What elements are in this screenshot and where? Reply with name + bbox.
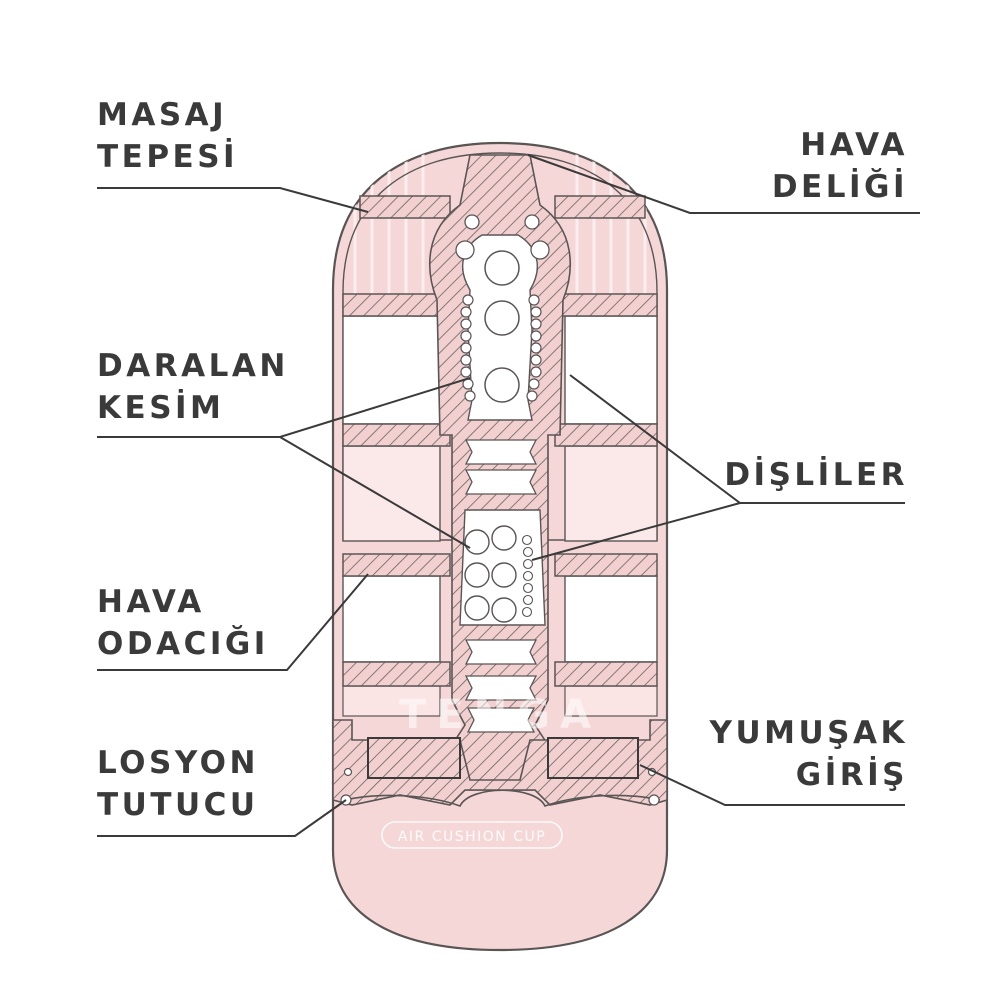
label-hava-odacigi-line2: ODACIĞI: [97, 626, 269, 662]
label-hava-deligi-line1: HAVA: [800, 127, 908, 163]
central-core: [428, 154, 572, 791]
label-daralan-kesim: DARALAN KESİM: [97, 345, 289, 429]
leader-disliler-2: [531, 502, 741, 561]
label-masaj-tepesi-line2: TEPESİ: [97, 139, 239, 175]
label-daralan-kesim-line2: KESİM: [97, 390, 225, 426]
label-masaj-tepesi: MASAJ TEPESİ: [97, 94, 238, 178]
leader-daralan-kesim-2: [279, 436, 471, 549]
leader-masaj-tepesi: [97, 187, 369, 213]
label-hava-deligi-line2: DELİĞİ: [771, 169, 908, 205]
label-disliler-line1: DİŞLİLER: [724, 457, 908, 493]
label-yumusak-giris-line1: YUMUŞAK: [709, 715, 908, 751]
label-hava-deligi: HAVA DELİĞİ: [772, 124, 908, 208]
label-masaj-tepesi-line1: MASAJ: [97, 97, 228, 133]
cup-label-text: AIR CUSHION CUP: [398, 829, 546, 845]
leader-lines: [97, 154, 920, 837]
label-yumusak-giris: YUMUŞAK GİRİŞ: [710, 712, 908, 796]
label-yumusak-giris-line2: GİRİŞ: [795, 757, 908, 793]
label-losyon-tutucu-line2: TUTUCU: [97, 787, 259, 823]
leader-hava-deligi: [527, 154, 920, 214]
leader-losyon-tutucu: [97, 799, 347, 837]
brand-watermark: TENGA: [399, 692, 601, 738]
air-chambers: [342, 315, 658, 717]
label-daralan-kesim-line1: DARALAN: [97, 348, 289, 384]
label-losyon-tutucu: LOSYON TUTUCU: [97, 742, 259, 826]
lotion-holder: [332, 719, 668, 808]
inner-walls: [342, 195, 658, 687]
leader-hava-odacigi: [97, 573, 369, 671]
leader-yumusak-giris: [639, 764, 905, 806]
cup-label: AIR CUSHION CUP: [381, 821, 563, 849]
label-hava-odacigi-line1: HAVA: [97, 584, 205, 620]
label-losyon-tutucu-line1: LOSYON: [97, 745, 259, 781]
label-hava-odacigi: HAVA ODACIĞI: [97, 581, 269, 665]
label-disliler: DİŞLİLER: [724, 454, 908, 496]
